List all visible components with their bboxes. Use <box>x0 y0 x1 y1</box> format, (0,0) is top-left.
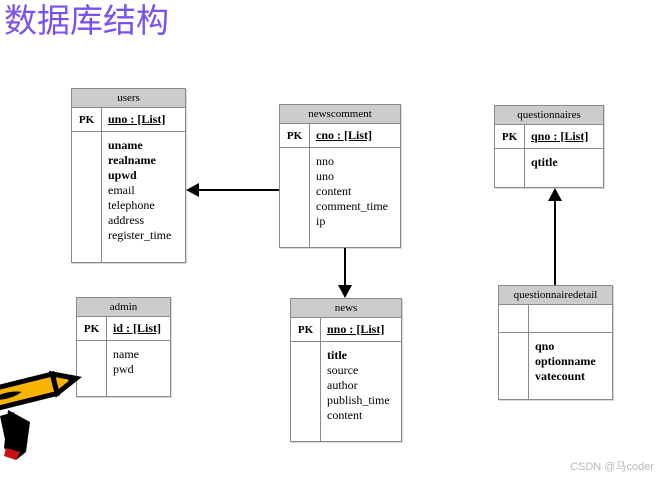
table-title-questionnairedetail: questionnairedetail <box>499 286 612 305</box>
relation-line-newscomment-news <box>344 248 346 285</box>
entity-table-users[interactable]: users PK uno : [List] uname realname upw… <box>71 88 186 263</box>
pk-row-questionnairedetail <box>499 305 612 333</box>
pk-field-questionnairedetail <box>529 305 612 332</box>
field-row: title <box>327 348 347 362</box>
field-row: publish_time <box>327 393 390 407</box>
pencil-clipart <box>0 370 82 460</box>
field-row: content <box>327 408 363 422</box>
pk-row-users: PK uno : [List] <box>72 108 185 132</box>
table-title-newscomment: newscomment <box>280 105 400 124</box>
pk-row-questionnaires: PK qno : [List] <box>495 125 603 149</box>
table-title-admin: admin <box>77 298 170 317</box>
entity-table-newscomment[interactable]: newscomment PK cno : [List] nno uno cont… <box>279 104 401 248</box>
field-row: qtitle <box>531 155 558 169</box>
field-list-news: title source author publish_time content <box>321 342 401 442</box>
relation-arrowhead-users <box>186 183 199 197</box>
table-body-questionnairedetail: qno optionname vatecount <box>499 333 612 399</box>
field-list-users: uname realname upwd email telephone addr… <box>102 132 185 263</box>
table-body-news: title source author publish_time content <box>291 342 401 442</box>
body-gutter-newscomment <box>280 148 310 248</box>
field-row: source <box>327 363 359 377</box>
field-row: optionname <box>535 354 596 368</box>
entity-table-questionnaires[interactable]: questionnaires PK qno : [List] qtitle <box>494 105 604 188</box>
watermark-text: CSDN @马coder <box>570 461 654 473</box>
entity-table-news[interactable]: news PK nno : [List] title source author… <box>290 298 402 442</box>
pk-field-users: uno : [List] <box>108 112 166 126</box>
field-row: email <box>108 183 135 197</box>
entity-table-questionnairedetail[interactable]: questionnairedetail qno optionname vatec… <box>498 285 613 400</box>
table-body-admin: name pwd <box>77 341 170 397</box>
field-row: uname <box>108 138 143 152</box>
field-row: realname <box>108 153 156 167</box>
field-list-admin: name pwd <box>107 341 170 397</box>
field-row: name <box>113 347 139 361</box>
table-title-users: users <box>72 89 185 108</box>
table-body-questionnaires: qtitle <box>495 149 603 188</box>
field-list-newscomment: nno uno content comment_time ip <box>310 148 400 248</box>
relation-arrowhead-questionnaires <box>548 188 562 201</box>
pk-label-admin: PK <box>77 317 107 340</box>
relation-line-newscomment-users <box>199 189 279 191</box>
body-gutter-questionnaires <box>495 149 525 188</box>
field-row: comment_time <box>316 199 388 213</box>
field-row: ip <box>316 214 326 228</box>
body-gutter-admin <box>77 341 107 397</box>
table-body-newscomment: nno uno content comment_time ip <box>280 148 400 248</box>
field-row: upwd <box>108 168 137 182</box>
field-row: pwd <box>113 362 134 376</box>
pk-label-newscomment: PK <box>280 124 310 147</box>
pk-row-admin: PK id : [List] <box>77 317 170 341</box>
relation-line-qdetail-questionnaires <box>554 201 556 285</box>
table-title-news: news <box>291 299 401 318</box>
relation-arrowhead-news <box>338 285 352 298</box>
table-title-questionnaires: questionnaires <box>495 106 603 125</box>
pk-field-newscomment: cno : [List] <box>316 128 372 142</box>
field-row: register_time <box>108 228 172 242</box>
pk-row-news: PK nno : [List] <box>291 318 401 342</box>
field-row: nno <box>316 154 334 168</box>
field-row: qno <box>535 339 555 353</box>
field-list-questionnairedetail: qno optionname vatecount <box>529 333 612 399</box>
pk-field-admin: id : [List] <box>113 321 161 335</box>
field-list-questionnaires: qtitle <box>525 149 603 188</box>
entity-table-admin[interactable]: admin PK id : [List] name pwd <box>76 297 171 397</box>
pk-row-newscomment: PK cno : [List] <box>280 124 400 148</box>
pk-field-questionnaires: qno : [List] <box>531 129 589 143</box>
pk-label-users: PK <box>72 108 102 131</box>
field-row: vatecount <box>535 369 585 383</box>
body-gutter-users <box>72 132 102 263</box>
body-gutter-news <box>291 342 321 442</box>
page-title: 数据库结构 <box>4 4 169 40</box>
field-row: address <box>108 213 144 227</box>
field-row: author <box>327 378 358 392</box>
pk-label-questionnairedetail <box>499 305 529 332</box>
body-gutter-questionnairedetail <box>499 333 529 399</box>
field-row: content <box>316 184 352 198</box>
pk-label-questionnaires: PK <box>495 125 525 148</box>
field-row: uno <box>316 169 334 183</box>
table-body-users: uname realname upwd email telephone addr… <box>72 132 185 263</box>
pk-label-news: PK <box>291 318 321 341</box>
field-row: telephone <box>108 198 155 212</box>
pk-field-news: nno : [List] <box>327 322 385 336</box>
